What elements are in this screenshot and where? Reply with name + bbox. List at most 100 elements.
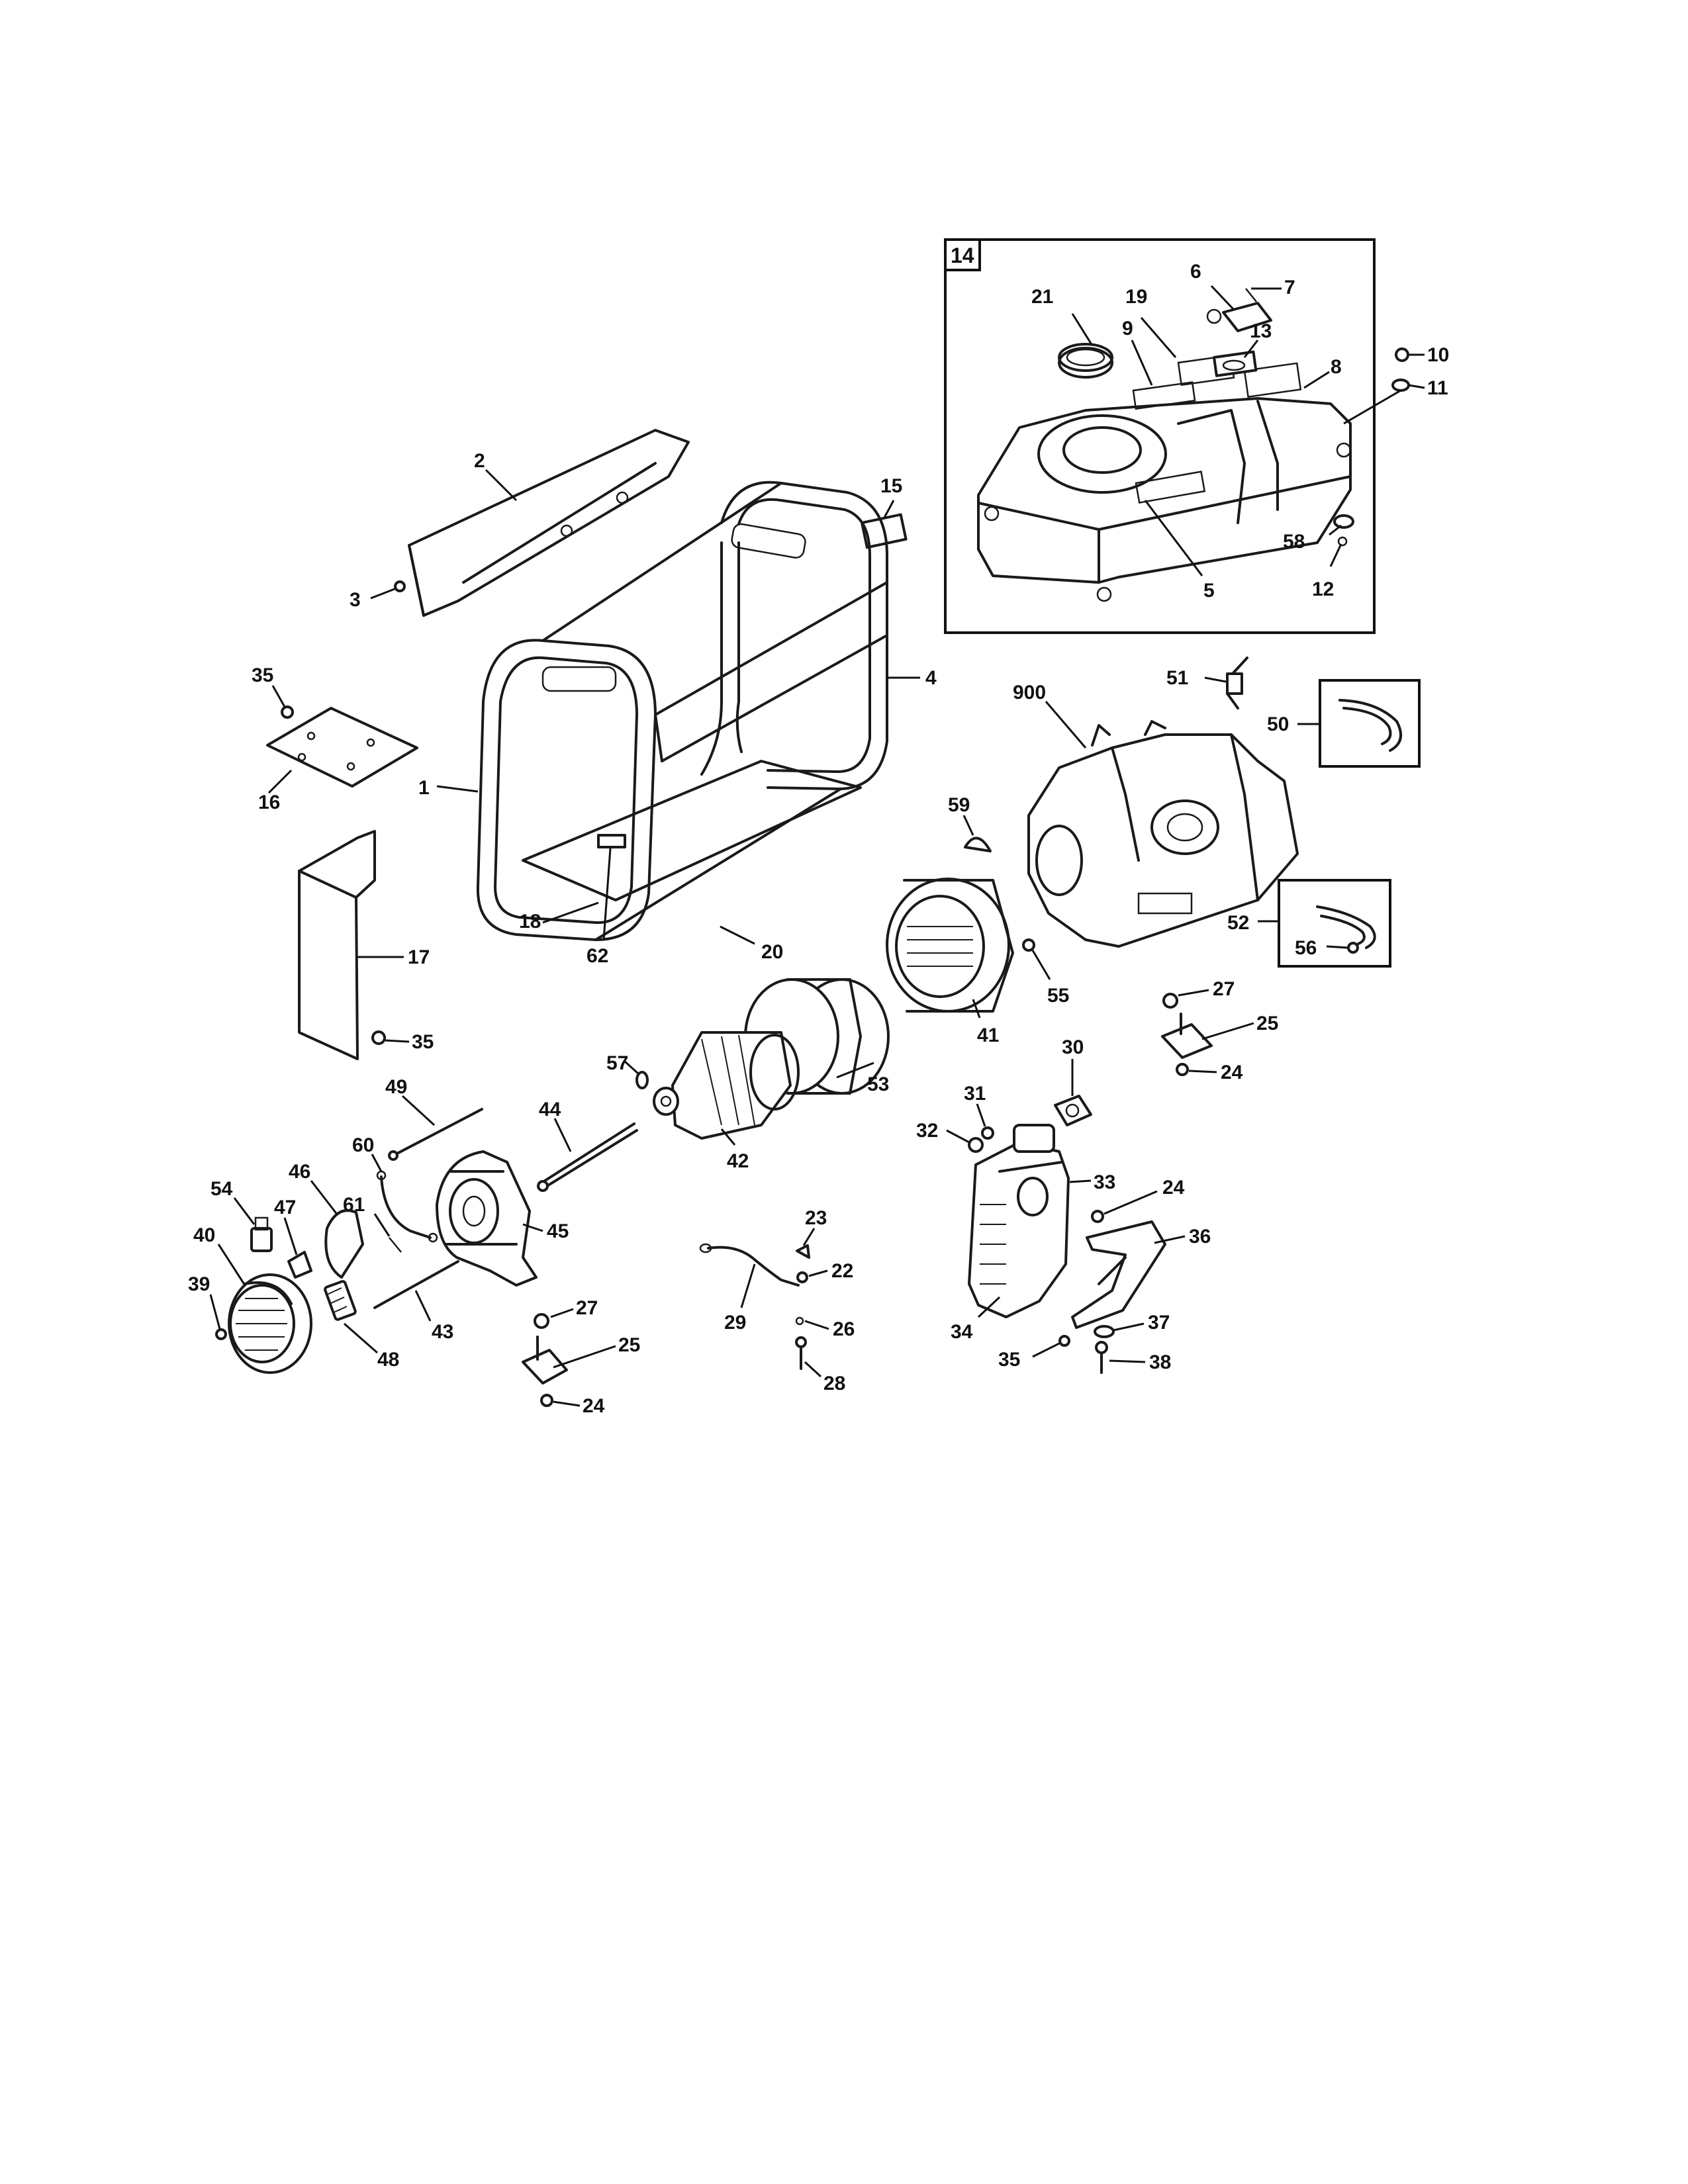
rectifier-54 [250, 1216, 273, 1252]
assembly-number-box [944, 238, 981, 271]
callout-5: 5 [1203, 580, 1215, 602]
callout-18: 18 [519, 911, 541, 933]
fuel-tank-assembly-box [944, 238, 1376, 634]
callout-24-upper: 24 [1221, 1062, 1243, 1083]
callout-43: 43 [432, 1321, 453, 1343]
breather-hose-box [1278, 879, 1391, 968]
rubber-washer [1333, 514, 1354, 529]
screw-35-bottom [371, 1030, 386, 1045]
callout-56: 56 [1295, 937, 1317, 959]
fuel-gauge [1213, 350, 1258, 377]
callout-7: 7 [1284, 277, 1295, 298]
nut-24-upper [1176, 1063, 1189, 1076]
callout-4: 4 [925, 667, 937, 689]
screw-35-top [281, 705, 294, 719]
tank-mount-hardware: 10 11 [1343, 344, 1449, 425]
callout-25-upper: 25 [1256, 1013, 1278, 1034]
callout-24-muffler: 24 [1162, 1177, 1185, 1199]
callout-62: 62 [586, 945, 608, 967]
callout-35-bottom: 35 [998, 1349, 1020, 1371]
bolt-38 [1095, 1341, 1108, 1374]
callout-20: 20 [761, 941, 783, 963]
exhaust-gasket [1054, 1095, 1092, 1126]
nut-22 [796, 1271, 808, 1283]
nut-32 [968, 1137, 984, 1153]
callout-9: 9 [1122, 318, 1133, 340]
callout-26: 26 [833, 1318, 855, 1340]
fuel-tank [977, 354, 1352, 602]
engine [1027, 720, 1299, 948]
end-cover [228, 1273, 312, 1374]
callout-16: 16 [258, 792, 280, 813]
screw-39 [215, 1328, 227, 1340]
callout-23: 23 [805, 1207, 827, 1229]
callout-21: 21 [1031, 286, 1053, 308]
callout-46: 46 [289, 1161, 310, 1183]
callout-34: 34 [951, 1321, 973, 1343]
vibration-mount-lower [522, 1336, 568, 1385]
callout-12: 12 [1312, 578, 1334, 600]
callout-22: 22 [831, 1260, 853, 1282]
callout-39: 39 [188, 1273, 210, 1295]
callout-40: 40 [193, 1224, 215, 1246]
part-59 [964, 837, 992, 852]
callout-32: 32 [916, 1120, 938, 1142]
vibration-mount-upper [1161, 1013, 1213, 1059]
callout-900: 900 [1013, 682, 1046, 704]
label-62 [597, 834, 626, 848]
brush-holder-48 [324, 1280, 357, 1321]
fuel-line [1338, 699, 1403, 752]
callout-45: 45 [547, 1220, 569, 1242]
callout-17: 17 [408, 946, 430, 968]
rod-43 [373, 1260, 459, 1309]
side-bracket [298, 830, 376, 1060]
callout-55: 55 [1047, 985, 1069, 1007]
muffler [968, 1124, 1070, 1318]
callout-33: 33 [1094, 1171, 1115, 1193]
nut-27-upper [1162, 993, 1178, 1009]
callout-50: 50 [1267, 713, 1289, 735]
callout-60: 60 [352, 1134, 374, 1156]
callout-54: 54 [211, 1178, 233, 1200]
muffler-bracket [1071, 1220, 1166, 1329]
fuel-line-box [1319, 679, 1421, 768]
callout-53: 53 [867, 1073, 889, 1095]
callout-1: 1 [418, 777, 430, 799]
nut-24-lower [540, 1394, 553, 1407]
end-bell [436, 1150, 538, 1287]
callout-10: 10 [1427, 344, 1449, 366]
clip-23 [796, 1244, 810, 1259]
control-panel-cover [408, 429, 690, 617]
callout-8: 8 [1331, 356, 1342, 378]
washer-57 [635, 1071, 649, 1089]
rod-49 [392, 1108, 483, 1157]
fuel-tank-assembly-group: 14 [944, 238, 1376, 634]
callout-19: 19 [1125, 286, 1147, 308]
callout-29: 29 [724, 1312, 746, 1334]
breather-hose [1316, 905, 1376, 949]
screw-3 [394, 580, 406, 592]
screw-35-muffler [1058, 1335, 1070, 1347]
callout-3: 3 [350, 589, 361, 611]
access-plate [266, 707, 418, 788]
callout-48: 48 [377, 1349, 399, 1371]
callout-2: 2 [474, 450, 485, 472]
callout-14: 14 [951, 244, 974, 267]
callout-41: 41 [977, 1024, 999, 1046]
callout-11: 11 [1427, 377, 1448, 399]
brush-47 [287, 1251, 312, 1279]
callout-58: 58 [1283, 531, 1305, 553]
wire-60 [380, 1175, 432, 1239]
nut-27-lower [534, 1313, 549, 1329]
nut-55 [1022, 938, 1035, 952]
through-bolt [537, 1122, 638, 1192]
callout-25-lower: 25 [618, 1334, 640, 1356]
callout-13: 13 [1250, 320, 1272, 342]
bolt-28 [795, 1336, 807, 1370]
hose-clamp [1347, 942, 1359, 954]
callout-37: 37 [1148, 1312, 1170, 1334]
callout-27-lower: 27 [576, 1297, 598, 1319]
washer-26 [795, 1316, 804, 1326]
fuel-valve [1226, 657, 1248, 709]
callout-49: 49 [385, 1076, 407, 1098]
